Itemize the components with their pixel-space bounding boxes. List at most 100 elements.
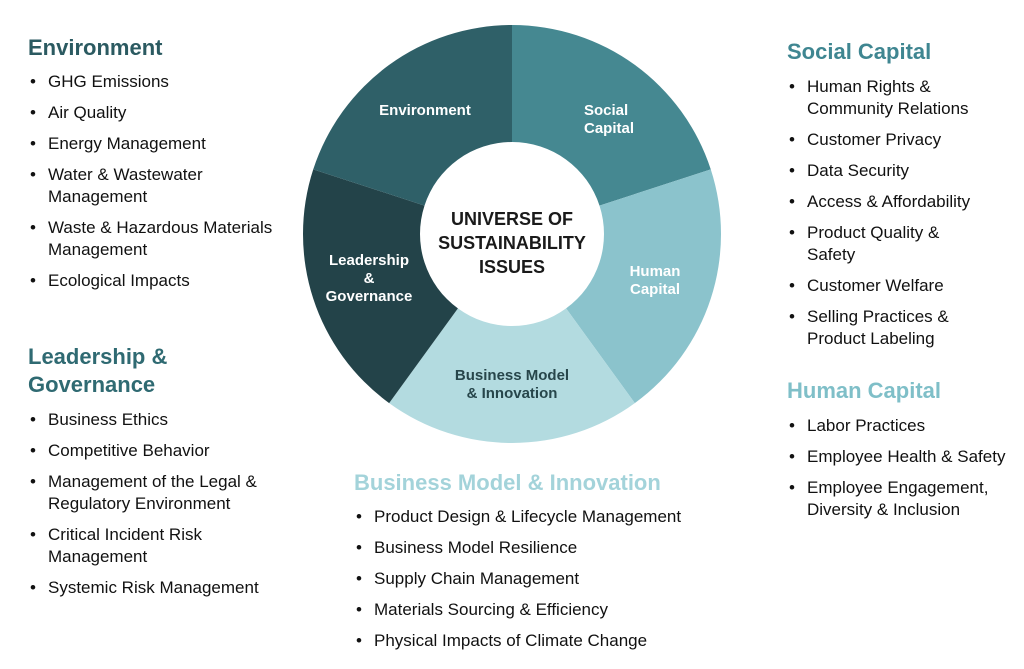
- issue-item: • Critical Incident Risk Management: [28, 524, 288, 568]
- issue-text: Business Model Resilience: [374, 538, 578, 557]
- issue-text: Air Quality: [48, 103, 127, 122]
- issue-item: •Product Design & Lifecycle Management: [354, 506, 734, 528]
- issue-text: Energy Management: [48, 134, 206, 153]
- issue-text: Ecological Impacts: [48, 271, 190, 290]
- issue-text: Access & Affordability: [807, 192, 971, 211]
- issue-item: • Air Quality: [28, 102, 288, 124]
- issue-text: Selling Practices & Product Labeling: [807, 307, 949, 348]
- issue-item: • Human Rights & Community Relations: [787, 76, 977, 120]
- human-capital-heading: Human Capital: [787, 378, 942, 403]
- issue-item: • Selling Practices & Product Labeling: [787, 306, 977, 350]
- issue-text: Supply Chain Management: [374, 569, 580, 588]
- donut-segment-business-model: [389, 308, 635, 443]
- issue-item: • Customer Privacy: [787, 129, 977, 151]
- segment-label-environment: Environment: [379, 102, 471, 119]
- environment-heading: Environment: [28, 35, 163, 60]
- issue-text: Human Rights & Community Relations: [807, 77, 969, 118]
- issue-text: Management of the Legal & Regulatory Env…: [48, 472, 257, 513]
- center-title-line: UNIVERSE OF: [450, 209, 574, 229]
- leadership-section: Leadership & Governance •Business Ethics…: [28, 343, 288, 608]
- business-model-issue-list: •Product Design & Lifecycle Management•B…: [354, 506, 734, 652]
- issue-item: • Water & Wastewater Management: [28, 164, 288, 208]
- bullet-icon: •: [30, 578, 36, 597]
- environment-issue-list: • GHG Emissions • Air Quality • Energy Manage…: [28, 71, 288, 292]
- issue-item: • Materials Sourcing & Efficiency: [354, 599, 734, 621]
- bullet-icon: •: [356, 600, 362, 619]
- issue-item: •Business Ethics: [28, 409, 288, 431]
- issue-text: Customer Welfare: [807, 276, 944, 295]
- bullet-icon: •: [30, 472, 36, 491]
- bullet-icon: •: [30, 525, 36, 544]
- bullet-icon: •: [30, 441, 36, 460]
- issue-text: Customer Privacy: [807, 130, 942, 149]
- bullet-icon: •: [356, 569, 362, 588]
- issue-item: • Waste & Hazardous Materials Management: [28, 217, 288, 261]
- issue-text: Labor Practices: [807, 416, 926, 435]
- issue-item: • Product Quality & Safety: [787, 222, 977, 266]
- bullet-icon: •: [30, 218, 36, 237]
- bullet-icon: •: [789, 416, 795, 435]
- issue-text: Physical Impacts of Climate Change: [374, 631, 648, 650]
- issue-item: • Management of the Legal & Regulatory En…: [28, 471, 288, 515]
- issue-item: • Business Model Resilience: [354, 537, 734, 559]
- issue-item: • Physical Impacts of Climate Change: [354, 630, 734, 652]
- donut-segment-human-capital: [566, 169, 722, 404]
- business-model-heading: Business Model & Innovation: [354, 470, 661, 495]
- bullet-icon: •: [789, 447, 795, 466]
- bullet-icon: •: [356, 507, 362, 526]
- leadership-heading: Leadership & Governance: [28, 344, 168, 397]
- social-capital-issue-list: • Human Rights & Community Relations • Cust…: [787, 76, 977, 350]
- bullet-icon: •: [356, 538, 362, 557]
- segment-label-business-model: Business Model& Innovation: [454, 367, 570, 402]
- issue-item: •Competitive Behavior: [28, 440, 288, 462]
- bullet-icon: •: [789, 192, 795, 211]
- issue-text: Product Quality & Safety: [807, 223, 940, 264]
- donut-segment-environment: [313, 25, 512, 206]
- issue-text: Data Security: [807, 161, 910, 180]
- issue-item: • Energy Management: [28, 133, 288, 155]
- issue-item: • Supply Chain Management: [354, 568, 734, 590]
- issue-text: Systemic Risk Management: [48, 578, 259, 597]
- issue-item: • Labor Practices: [787, 415, 1012, 437]
- issue-item: • Access & Affordability: [787, 191, 977, 213]
- issue-item: • Data Security: [787, 160, 977, 182]
- donut-segment-leadership: [303, 169, 458, 404]
- bullet-icon: •: [789, 478, 795, 497]
- center-title-line: SUSTAINABILITY: [438, 233, 586, 253]
- issue-item: • Systemic Risk Management: [28, 577, 288, 599]
- human-capital-section: Human Capital • Labor Practices • Employee …: [787, 377, 1017, 530]
- bullet-icon: •: [30, 410, 36, 429]
- bullet-icon: •: [789, 77, 795, 96]
- leadership-issue-list: •Business Ethics•Competitive Behavior•Ma…: [28, 409, 288, 599]
- social-capital-heading: Social Capital: [787, 39, 932, 64]
- issue-item: • Customer Welfare: [787, 275, 977, 297]
- issue-text: Materials Sourcing & Efficiency: [374, 600, 609, 619]
- issue-item: • Ecological Impacts: [28, 270, 288, 292]
- bullet-icon: •: [30, 271, 36, 290]
- issue-text: Employee Engagement, Diversity & Inclusi…: [807, 478, 989, 519]
- bullet-icon: •: [30, 165, 36, 184]
- issue-item: • Employee Health & Safety: [787, 446, 1012, 468]
- donut-center-title: UNIVERSE OF SUSTAINABILITY ISSUES: [438, 207, 586, 279]
- bullet-icon: •: [789, 223, 795, 242]
- issue-text: Employee Health & Safety: [807, 447, 1006, 466]
- segment-label-leadership: Leadership&Governance: [325, 252, 413, 305]
- issue-text: Water & Wastewater Management: [48, 165, 203, 206]
- issue-text: Critical Incident Risk Management: [48, 525, 202, 566]
- donut-segment-social-capital: [512, 25, 711, 206]
- bullet-icon: •: [30, 103, 36, 122]
- issue-text: GHG Emissions: [48, 72, 169, 91]
- center-title-line: ISSUES: [478, 257, 546, 277]
- bullet-icon: •: [356, 631, 362, 650]
- business-model-section: Business Model & Innovation •Product Des…: [354, 469, 734, 661]
- bullet-icon: •: [789, 161, 795, 180]
- issue-text: Waste & Hazardous Materials Management: [48, 218, 273, 259]
- bullet-icon: •: [789, 276, 795, 295]
- bullet-icon: •: [789, 130, 795, 149]
- bullet-icon: •: [30, 134, 36, 153]
- human-capital-issue-list: • Labor Practices • Employee Health & Safet…: [787, 415, 1012, 521]
- bullet-icon: •: [789, 307, 795, 326]
